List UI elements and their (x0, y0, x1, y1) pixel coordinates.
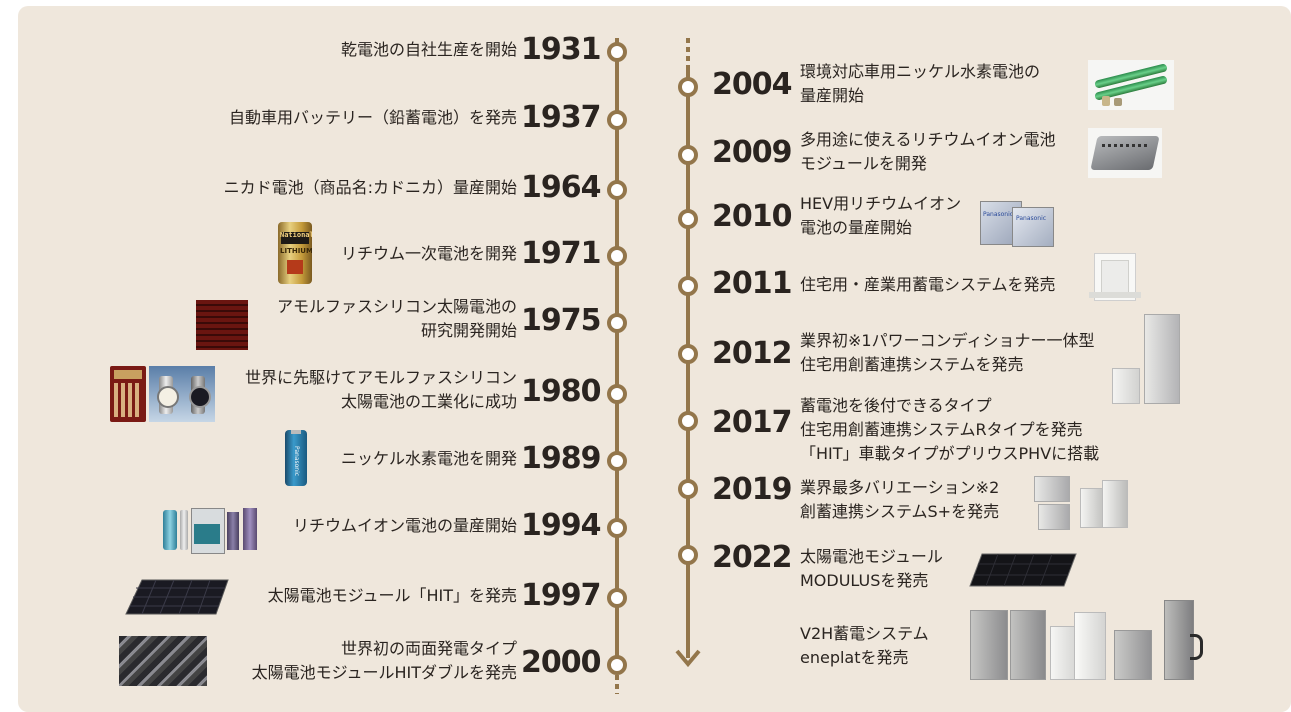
timeline-dot (678, 145, 698, 165)
entry-year: 1997 (521, 578, 602, 613)
entry-text: リチウム一次電池を開発 (340, 244, 517, 263)
solar-calculator-image (110, 366, 146, 422)
entry-year: 2004 (712, 67, 792, 102)
entry-text: ニッケル水素電池を開発 (340, 449, 517, 468)
timeline-dot (678, 479, 698, 499)
timeline-dot (607, 588, 627, 608)
timeline-dot (607, 246, 627, 266)
nimh-module-image (1088, 60, 1174, 110)
entry-year: 2017 (712, 405, 792, 440)
entry-year: 2010 (712, 199, 792, 234)
timeline-dot (607, 110, 627, 130)
entry-year: 2019 (712, 472, 792, 507)
entry-year: 2012 (712, 336, 792, 371)
timeline-dot (678, 276, 698, 296)
entry-text: 太陽電池モジュール「HIT」を発売 (267, 586, 517, 605)
timeline-dot (607, 518, 627, 538)
entry-year: 1989 (521, 441, 602, 476)
storage-system-image (1089, 253, 1141, 301)
solar-watches-image (149, 366, 215, 422)
entry-text: 住宅用・産業用蓄電システムを発売 (800, 275, 1056, 294)
entry-year: 1964 (521, 170, 602, 205)
entry-text: 業界初※1パワーコンディショナー一体型住宅用創蓄連携システムを発売 (800, 331, 1095, 374)
v2h-eneplat-image (968, 598, 1204, 680)
timeline-dot (678, 545, 698, 565)
entry-text: 多用途に使えるリチウムイオン電池モジュールを開発 (800, 130, 1056, 173)
creative-storage-system-image (1030, 474, 1128, 530)
entry-year: 1975 (521, 303, 602, 338)
modulus-solar-module-image (969, 553, 1077, 587)
entry-text: 蓄電池を後付できるタイプ住宅用創蓄連携システムRタイプを発売「HIT」車載タイプ… (800, 396, 1100, 463)
timeline-dot (607, 451, 627, 471)
entry-text: アモルファスシリコン太陽電池の研究開発開始 (276, 297, 517, 340)
entry-year: 1994 (521, 508, 602, 543)
entry-year: 1931 (521, 32, 602, 67)
timeline-panel (18, 6, 1291, 712)
amorphous-solar-cell-image (196, 300, 248, 350)
timeline-dot (607, 655, 627, 675)
entry-year: 1937 (521, 100, 602, 135)
right-timeline-dash-start (686, 38, 690, 68)
entry-year: 2022 (712, 540, 792, 575)
lithium-battery-image: National LITHIUM (278, 222, 312, 284)
entry-text: リチウムイオン電池の量産開始 (292, 516, 517, 535)
hev-liion-cells-image: Panasonic Panasonic (978, 195, 1054, 247)
entry-text: 世界に先駆けてアモルファスシリコン太陽電池の工業化に成功 (244, 368, 517, 411)
timeline-dot (607, 42, 627, 62)
pcs-integrated-system-image (1110, 312, 1182, 404)
arrow-down-icon (675, 649, 701, 668)
entry-year: 2000 (521, 645, 602, 680)
entry-text: 乾電池の自社生産を開始 (340, 40, 517, 59)
entry-text: 世界初の両面発電タイプ太陽電池モジュールHITダブルを発売 (251, 639, 517, 682)
timeline-dot (607, 384, 627, 404)
entry-text: HEV用リチウムイオン電池の量産開始 (800, 194, 962, 237)
entry-text: ニカド電池（商品名:カドニカ）量産開始 (223, 178, 517, 197)
entry-text: 自動車用バッテリー（鉛蓄電池）を発売 (228, 108, 517, 127)
entry-year: 1971 (521, 236, 602, 271)
liion-batteries-image (163, 506, 259, 554)
timeline-dot (678, 209, 698, 229)
timeline-dot (607, 313, 627, 333)
nimh-battery-image: Panasonic (285, 430, 307, 486)
timeline-dot (678, 411, 698, 431)
left-timeline-dash-end (615, 666, 619, 694)
entry-year: 2011 (712, 266, 792, 301)
timeline-dot (678, 344, 698, 364)
hit-double-module-image (119, 636, 207, 686)
liion-module-image (1088, 128, 1162, 178)
entry-text: 環境対応車用ニッケル水素電池の量産開始 (800, 62, 1041, 105)
timeline-dot (607, 180, 627, 200)
entry-year: 2009 (712, 135, 792, 170)
timeline-dot (678, 77, 698, 97)
entry-year: 1980 (521, 374, 602, 409)
solar-module-hit-image (125, 579, 229, 615)
left-timeline-line (615, 38, 619, 666)
